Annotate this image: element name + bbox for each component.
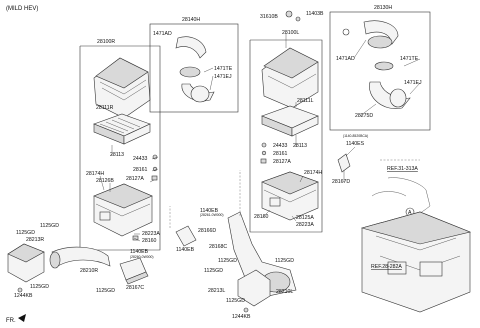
air-duct-hose-left [175,36,215,103]
bracket-28166D [175,225,197,247]
insulator-28160-left [132,235,139,241]
label-28275D: 28275D [355,113,373,119]
note-1140EB-b: (28261-0W000) [200,213,224,217]
label-28167D: 28167D [332,179,350,185]
label-28140H: 28140H [182,17,200,23]
bolt-1244KB-center [243,307,249,313]
label-28174H-right: 28174H [304,170,322,176]
label-28166D: 28166D [198,228,216,234]
front-direction-label: FR. [6,318,16,324]
label-28167C: 28167C [126,285,144,291]
label-28130H: 28130H [374,5,392,11]
bracket-28127A-right [260,158,267,164]
label-28113-left: 28113 [110,152,124,158]
label-1244KB-center: 1244KB [232,314,251,320]
air-cleaner-cover-left [93,57,151,119]
label-28223A-right: 28223A [296,222,314,228]
label-28125A: 28125A [296,215,314,221]
frame-28140H [149,23,239,113]
frame-right-cleaner [249,39,323,233]
bolt-1244KB-left [17,287,23,293]
label-1471EJ-left: 1471EJ [214,74,232,80]
label-28174H-left: 28174H [86,171,104,177]
air-cleaner-body-left [93,183,153,237]
air-cleaner-cover-right [261,47,319,109]
label-1125GD-8: 1125GD [226,298,245,304]
label-28161-left: 28161 [133,167,148,173]
bracket-28167D [337,153,351,173]
resonator-28213R [7,243,45,283]
clamp-1471AD-right [342,28,350,36]
label-28160-left: 28160 [142,238,157,244]
label-28213L: 28213L [208,288,225,294]
clip-24433-right [261,142,267,148]
label-28100R: 28100R [97,39,115,45]
ref-28-282A[interactable]: REF.28-282A [371,264,402,270]
label-28213R: 28213R [26,237,44,243]
label-28111L: 28111L [297,98,314,104]
label-1244KB-left: 1244KB [14,293,33,299]
label-28210R: 28210R [80,268,98,274]
frame-left-cleaner [79,45,161,251]
clip-24433-left [152,154,158,160]
label-28100L: 28100L [282,30,299,36]
air-duct-hose-right [363,20,411,109]
label-1140EB-a: 1140EB [130,249,149,255]
label-28210L: 28210L [276,289,293,295]
resonator-28213L [237,269,271,307]
label-1471TE-right: 1471TE [400,56,419,62]
note-1140ES: (1140-8520BCA) [343,134,368,138]
bolt-11403B [295,16,301,22]
label-1471AD-left: 1471AD [153,31,172,37]
label-28160-right: 28160 [254,214,269,220]
bracket-28127A-left [151,175,158,181]
label-28127A-left: 28127A [126,176,144,182]
label-28161-right: 28161 [273,151,288,157]
label-1140EB-b: 1140EB [200,208,219,214]
label-1125GD-7: 1125GD [275,258,294,264]
clip-31610B [285,10,293,18]
label-1471AD-right: 1471AD [336,56,355,62]
label-28168C: 28168C [209,244,227,250]
air-cleaner-body-right [261,171,319,221]
hose-connector [371,191,407,197]
note-1140EB-a: (28260-0W000) [130,255,154,259]
grommet-28161-right [261,150,267,156]
label-1125GD-2: 1125GD [16,230,35,236]
air-duct-28210R [49,246,111,269]
callout-a-engine-text: A [408,210,412,216]
engine-block [360,211,471,313]
label-11403B: 11403B [306,11,324,17]
label-31610B: 31610B [260,14,278,20]
ref-31-313A[interactable]: REF.31-313A [387,166,418,172]
label-1140ES: 1140ES [346,141,365,147]
variant-label: (MILD HEV) [6,6,38,12]
label-1125GD-4: 1125GD [96,288,115,294]
label-1125GD-5: 1125GD [218,258,237,264]
label-28127A-right: 28127A [273,159,291,165]
label-1125GD-6: 1125GD [204,268,223,274]
label-24433-left: 24433 [133,156,148,162]
label-28126B: 28126B [96,178,114,184]
label-28111R: 28111R [96,105,114,111]
label-24433-right: 24433 [273,143,288,149]
air-filter-element-right [261,105,319,137]
air-filter-element-left [93,113,151,145]
label-1471TE-left: 1471TE [214,66,233,72]
bracket-28167C [119,257,149,285]
label-28223A-left: 28223A [142,231,160,237]
label-1140EB-c: 1140EB [176,247,195,253]
front-arrow-icon [18,314,26,322]
frame-28130H [329,11,431,131]
label-1125GD-3: 1125GD [30,284,49,290]
label-1125GD-1: 1125GD [40,223,59,229]
label-28113-right: 28113 [293,143,307,149]
label-1471EJ-right: 1471EJ [404,80,422,86]
